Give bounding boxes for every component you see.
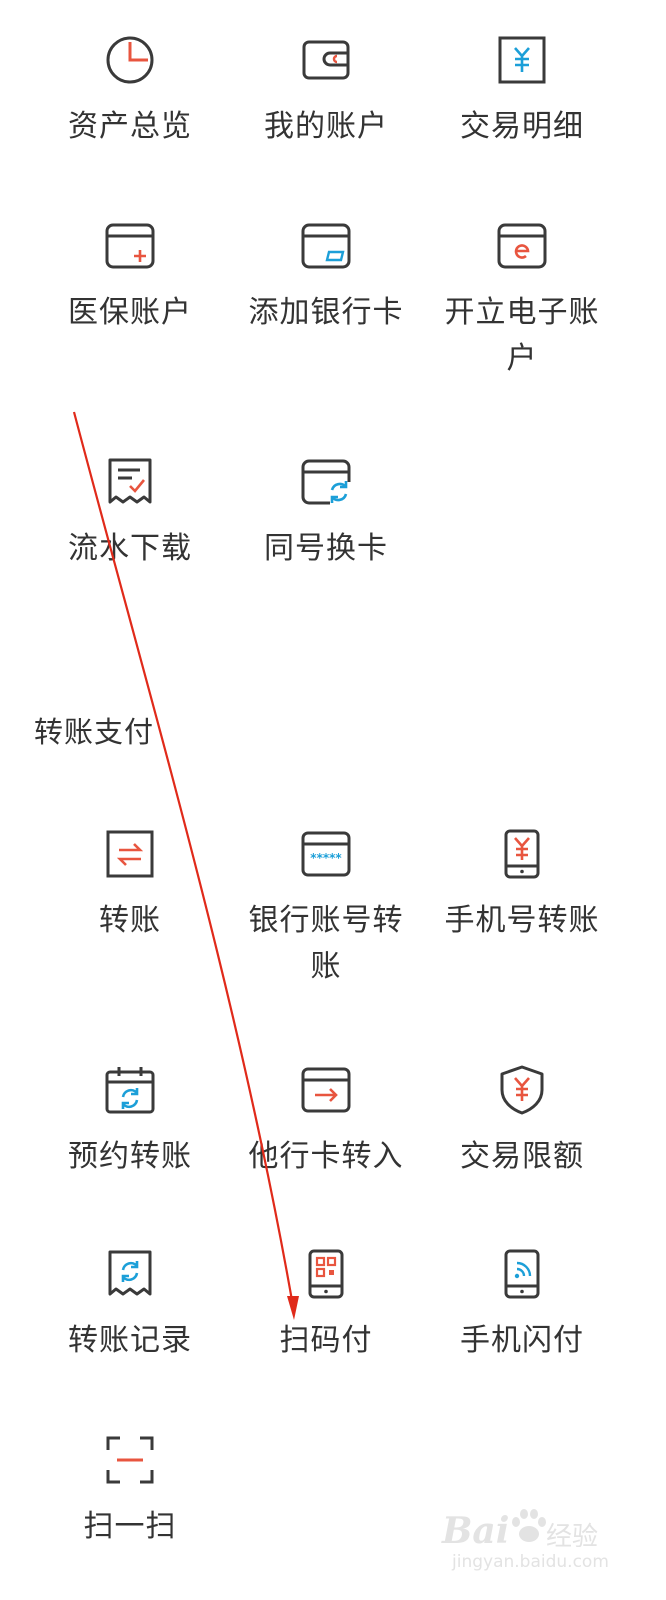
scheduled-transfer-label: 预约转账 <box>68 1139 192 1174</box>
open-e-account-button[interactable]: 开立电子账户 <box>424 220 620 382</box>
scan-pay-button[interactable]: 扫码付 <box>228 1248 424 1364</box>
same-number-card-change-button[interactable]: 同号换卡 <box>228 456 424 572</box>
phone-number-transfer-label: 手机号转账 <box>444 903 600 938</box>
medical-account-button[interactable]: 医保账户 <box>32 220 228 336</box>
section-title-transfer: 转账支付 <box>34 715 155 749</box>
same-number-card-change-label: 同号换卡 <box>264 531 388 566</box>
asset-overview-button[interactable]: 资产总览 <box>32 34 228 150</box>
phone-quickpass-label: 手机闪付 <box>460 1323 584 1358</box>
shield-yuan-icon <box>496 1064 548 1116</box>
transfer-records-button[interactable]: 转账记录 <box>32 1248 228 1364</box>
statement-download-button[interactable]: 流水下载 <box>32 456 228 572</box>
statement-download-label: 流水下载 <box>68 531 192 566</box>
add-bank-card-button[interactable]: 添加银行卡 <box>228 220 424 336</box>
pie-clock-icon <box>104 34 156 86</box>
other-bank-card-in-label: 他行卡转入 <box>248 1139 404 1174</box>
watermark-brand: Bai <box>442 1510 510 1552</box>
scan-pay-label: 扫码付 <box>279 1323 373 1358</box>
calendar-refresh-icon <box>104 1064 156 1116</box>
my-account-label: 我的账户 <box>264 109 388 144</box>
scheduled-transfer-button[interactable]: 预约转账 <box>32 1064 228 1180</box>
transaction-limit-button[interactable]: 交易限额 <box>424 1064 620 1180</box>
receipt-check-icon <box>104 456 156 508</box>
phone-nfc-icon <box>496 1248 548 1300</box>
other-bank-card-in-button[interactable]: 他行卡转入 <box>228 1064 424 1180</box>
scan-button[interactable]: 扫一扫 <box>32 1434 228 1550</box>
medical-card-icon <box>104 220 156 272</box>
yuan-document-icon <box>496 34 548 86</box>
asset-overview-label: 资产总览 <box>68 109 192 144</box>
phone-quickpass-button[interactable]: 手机闪付 <box>424 1248 620 1364</box>
phone-yuan-icon <box>496 828 548 880</box>
transfer-button[interactable]: 转账 <box>32 828 228 944</box>
card-arrow-in-icon <box>300 1064 352 1116</box>
svg-text:*****: ***** <box>310 851 342 865</box>
transaction-limit-label: 交易限额 <box>460 1139 584 1174</box>
watermark-url: jingyan.baidu.com <box>452 1552 609 1572</box>
phone-qr-icon <box>300 1248 352 1300</box>
bank-account-transfer-label: 银行账号转账 <box>248 903 404 984</box>
scan-icon <box>104 1434 156 1486</box>
add-bank-card-label: 添加银行卡 <box>248 295 404 330</box>
medical-account-label: 医保账户 <box>68 295 192 330</box>
phone-number-transfer-button[interactable]: 手机号转账 <box>424 828 620 944</box>
add-card-icon <box>300 220 352 272</box>
card-number-icon: ***** <box>300 828 352 880</box>
baidu-jingyan-watermark: Bai 经验 jingyan.baidu.com <box>442 1504 622 1574</box>
paw-icon <box>506 1504 552 1550</box>
my-account-button[interactable]: 我的账户 <box>228 34 424 150</box>
receipt-refresh-icon <box>104 1248 156 1300</box>
bank-account-transfer-button[interactable]: ***** 银行账号转账 <box>228 828 424 990</box>
open-e-account-label: 开立电子账户 <box>444 295 600 376</box>
card-swap-icon <box>300 456 352 508</box>
watermark-brand-cn: 经验 <box>546 1522 599 1552</box>
transfer-label: 转账 <box>99 903 161 938</box>
transaction-detail-label: 交易明细 <box>460 109 584 144</box>
transaction-detail-button[interactable]: 交易明细 <box>424 34 620 150</box>
transfer-records-label: 转账记录 <box>68 1323 192 1358</box>
transfer-arrows-icon <box>104 828 156 880</box>
e-card-icon <box>496 220 548 272</box>
wallet-icon <box>300 34 352 86</box>
scan-label: 扫一扫 <box>83 1509 177 1544</box>
